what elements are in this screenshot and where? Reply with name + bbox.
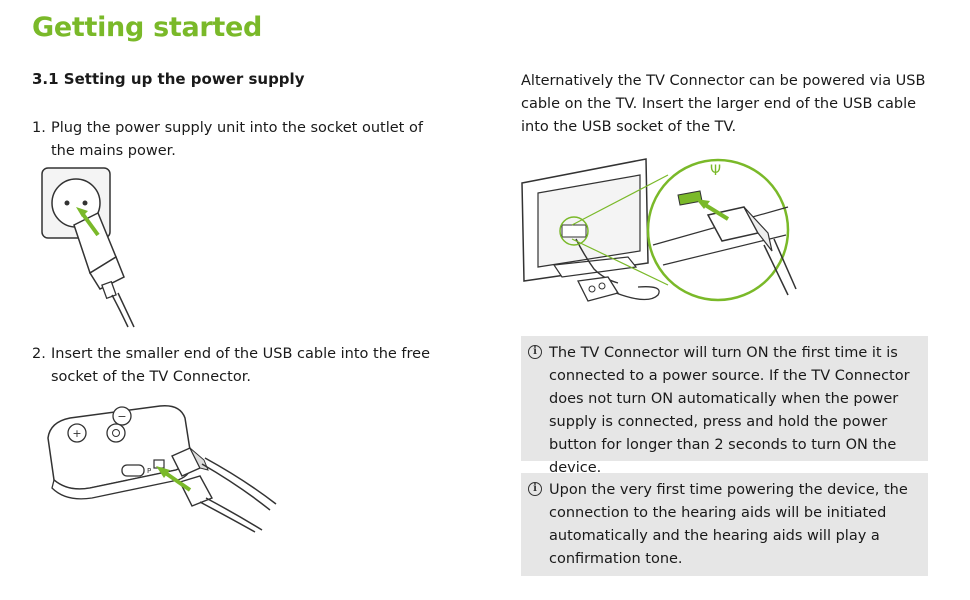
info-note: i The TV Connector will turn ON the firs…	[521, 336, 928, 476]
step-text: Insert the smaller end of the USB cable …	[51, 346, 431, 385]
tv-connector-usb-illustration: + − P	[47, 405, 277, 533]
info-icon: i	[528, 345, 542, 359]
page-title: Getting started	[32, 12, 263, 43]
step-text: Plug the power supply unit into the sock…	[51, 120, 423, 159]
step-number: 1.	[32, 120, 46, 136]
step-1: 1. Plug the power supply unit into the s…	[32, 117, 432, 163]
info-icon: i	[528, 482, 542, 496]
note-text: The TV Connector will turn ON the first …	[549, 345, 910, 476]
step-number: 2.	[32, 346, 46, 362]
tv-usb-illustration: Ψ	[521, 158, 797, 302]
info-note: i Upon the very first time powering the …	[521, 473, 928, 576]
power-plug-illustration	[41, 167, 135, 328]
device-label: P	[147, 467, 151, 475]
svg-text:−: −	[117, 410, 126, 423]
alternative-paragraph: Alternatively the TV Connector can be po…	[521, 73, 926, 135]
section-heading: 3.1 Setting up the power supply	[32, 70, 305, 88]
svg-text:+: +	[72, 427, 81, 440]
usb-symbol: Ψ	[710, 163, 721, 179]
step-2: 2. Insert the smaller end of the USB cab…	[32, 343, 432, 389]
note-text: Upon the very first time powering the de…	[549, 482, 908, 567]
